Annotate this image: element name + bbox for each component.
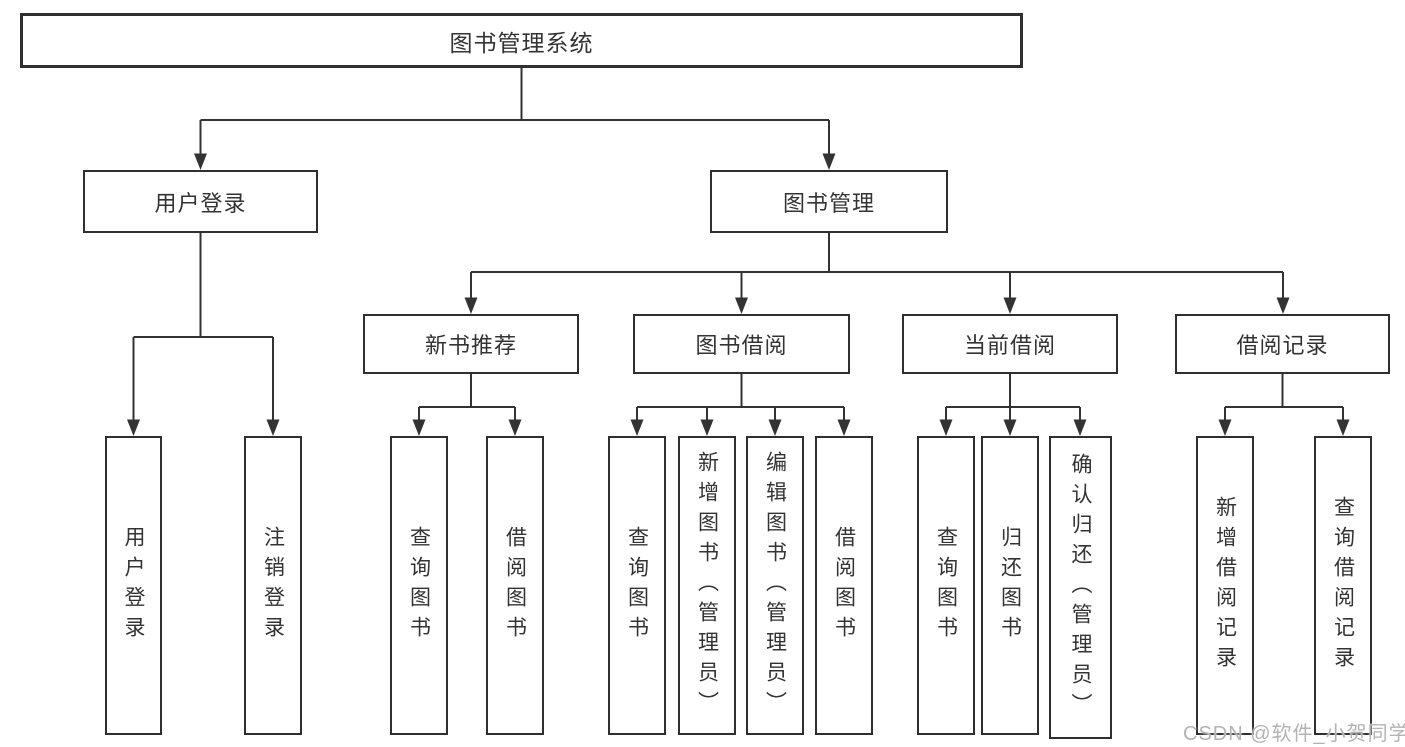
node-borrowing-records: 借阅记录 [1175,314,1390,374]
node-current-borrowing: 当前借阅 [902,314,1118,374]
arrowhead-down-icon [1003,419,1017,436]
node-label: 查询图书 [934,525,958,646]
leaf-borrow-books-borrowing: 借阅图书 [815,436,873,735]
node-label: 借阅记录 [1236,333,1329,358]
arrowhead-down-icon [412,419,426,436]
connector-book-borrowing [630,374,851,436]
arrowhead-down-icon [508,419,522,436]
node-label: 新书推荐 [424,333,517,358]
arrowhead-down-icon [464,297,478,314]
leaf-logout: 注销登录 [244,436,302,735]
node-label: 确认归还（管理员） [1069,452,1093,723]
arrowhead-down-icon [1073,419,1087,436]
connector-borrowing-records [1218,374,1350,436]
connector-current-borrowing [939,374,1087,436]
node-label: 新增图书（管理员） [695,450,719,721]
leaf-add-borrow-record: 新增借阅记录 [1196,436,1254,735]
connector-book-management [464,233,1290,314]
leaf-add-books-admin: 新增图书（管理员） [678,436,736,735]
leaf-query-borrow-record: 查询借阅记录 [1314,436,1372,735]
watermark: CSDN @软件_小贺同学 [1183,723,1405,745]
node-label: 编辑图书（管理员） [763,450,787,721]
arrowhead-down-icon [1218,419,1232,436]
arrowhead-down-icon [127,419,140,436]
leaf-return-books: 归还图书 [981,436,1039,735]
leaf-query-books-recommend: 查询图书 [390,436,448,735]
node-book-management: 图书管理 [710,170,948,233]
arrowhead-down-icon [768,419,782,436]
node-label: 当前借阅 [963,333,1056,358]
node-label: 用户登录 [122,525,146,646]
node-label: 图书借阅 [695,333,788,358]
arrowhead-down-icon [194,153,207,170]
node-label: 新增借阅记录 [1213,495,1237,676]
connector-new-book-recommendation [412,374,522,436]
arrowhead-down-icon [630,419,644,436]
node-user-login: 用户登录 [83,170,318,233]
node-label: 查询图书 [625,525,649,646]
node-label: 注销登录 [261,525,285,646]
node-book-borrowing: 图书借阅 [633,314,850,374]
node-label: 借阅图书 [832,525,856,646]
arrowhead-down-icon [735,297,748,314]
leaf-query-books-borrowing: 查询图书 [608,436,666,735]
node-label: 借阅图书 [503,525,527,646]
leaf-edit-books-admin: 编辑图书（管理员） [746,436,804,735]
arrowhead-down-icon [700,419,714,436]
arrowhead-down-icon [1276,297,1290,314]
node-new-book-recommendation: 新书推荐 [363,314,579,374]
node-book-management-system: 图书管理系统 [20,13,1023,68]
node-label: 图书管理系统 [449,29,594,56]
arrowhead-down-icon [1336,419,1350,436]
arrowhead-down-icon [837,419,851,436]
leaf-borrow-books-recommend: 借阅图书 [486,436,544,735]
connector-root [194,68,836,170]
arrowhead-down-icon [1003,297,1017,314]
arrowhead-down-icon [266,419,280,436]
arrowhead-down-icon [939,419,953,436]
leaf-confirm-return-admin: 确认归还（管理员） [1049,436,1112,739]
node-label: 查询借阅记录 [1331,495,1355,676]
node-label: 归还图书 [998,525,1022,646]
arrowhead-down-icon [822,153,836,170]
leaf-query-books-current: 查询图书 [917,436,975,735]
node-label: 用户登录 [154,190,247,216]
leaf-user-login: 用户登录 [105,436,162,735]
connector-user-login [127,233,280,436]
node-label: 查询图书 [407,525,431,646]
node-label: 图书管理 [782,190,875,216]
